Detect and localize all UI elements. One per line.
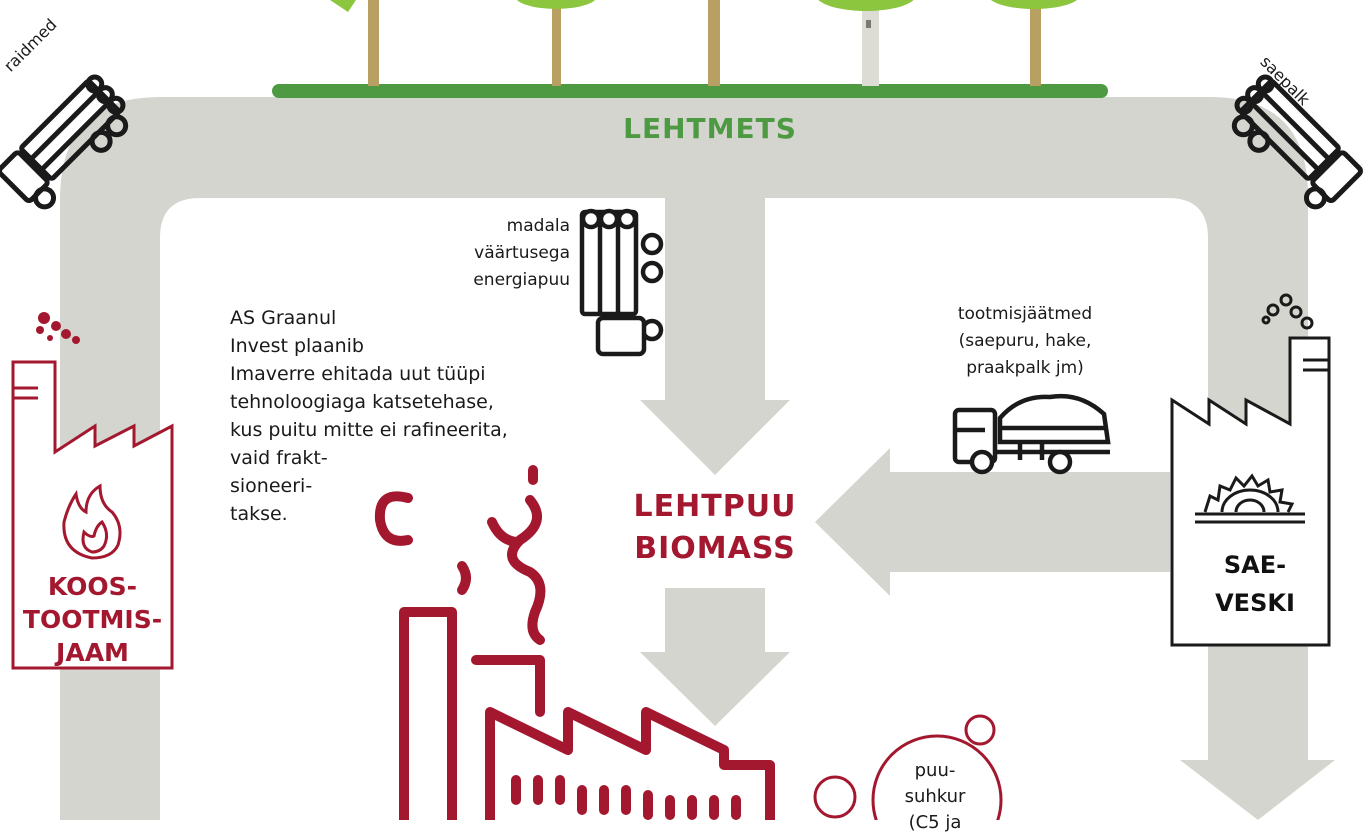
plan-text-line: vaid frakt- — [230, 447, 328, 469]
log-truck-icon — [0, 74, 129, 210]
forest — [272, 0, 1108, 98]
wood-sugar-label: puu- suhkur (C5 ja — [880, 758, 990, 836]
energy-wood-line: energiapuu — [473, 270, 570, 290]
plan-text-line: AS Graanul — [230, 307, 337, 329]
plan-text-line: takse. — [230, 503, 288, 525]
residues-line: (saepuru, hake, — [958, 331, 1092, 351]
arrow-energy-wood — [640, 198, 790, 475]
arrow-to-plant — [640, 588, 790, 726]
smoke-icon — [1261, 293, 1314, 330]
log-truck-icon — [1231, 74, 1363, 210]
wood-sugar-line: (C5 ja — [908, 812, 962, 833]
energy-wood-label: madala väärtusega energiapuu — [420, 213, 570, 294]
tree-icon — [368, 0, 1041, 86]
plan-text-line: tehnoloogiaga katsetehase, — [230, 391, 494, 413]
biomass-label-line: LEHTPUU — [633, 489, 797, 524]
chp-plant-label: KOOS- TOOTMIS- JAAM — [10, 570, 175, 669]
plan-text: AS Graanul Invest plaanib Imaverre ehita… — [230, 304, 590, 528]
chp-label-line: JAAM — [56, 638, 129, 667]
plan-text-line: Invest plaanib — [230, 335, 364, 357]
arrow-residues — [815, 448, 1170, 596]
wood-sugar-line: puu- — [914, 760, 956, 781]
wood-sugar-line: suhkur — [904, 786, 966, 807]
arrow-sawmill-down — [1180, 650, 1335, 820]
sawmill-label-line: VESKI — [1215, 589, 1295, 617]
dump-truck-icon — [952, 393, 1111, 475]
flame-icon — [62, 483, 122, 560]
bubble-icon — [813, 714, 1003, 820]
saw-blade-icon — [1195, 473, 1305, 524]
sawmill-label: SAE- VESKI — [1180, 546, 1330, 622]
chp-label-line: TOOTMIS- — [22, 605, 163, 634]
energy-wood-line: väärtusega — [474, 243, 570, 263]
factory-icon — [11, 360, 174, 670]
log-truck-icon — [579, 208, 664, 357]
biomass-label: LEHTPUU BIOMASS — [600, 486, 830, 570]
production-residues-label: tootmisjäätmed (saepuru, hake, praakpalk… — [925, 301, 1125, 382]
smoke-icon — [36, 312, 80, 344]
chp-label-line: KOOS- — [47, 572, 138, 601]
plan-text-line: Imaverre ehitada uut tüüpi — [230, 363, 486, 385]
forest-label: LEHTMETS — [623, 112, 797, 145]
flow-loop — [60, 97, 1335, 820]
plan-text-line: sioneeri- — [230, 475, 313, 497]
residues-line: praakpalk jm) — [966, 358, 1084, 378]
plan-text-line: kus puitu mitte ei rafineerita, — [230, 419, 508, 441]
biorefinery-icon — [374, 465, 775, 820]
biomass-label-line: BIOMASS — [634, 531, 796, 566]
sawmill-label-line: SAE- — [1223, 551, 1287, 579]
residues-line: tootmisjäätmed — [957, 304, 1093, 324]
energy-wood-line: madala — [506, 216, 570, 236]
